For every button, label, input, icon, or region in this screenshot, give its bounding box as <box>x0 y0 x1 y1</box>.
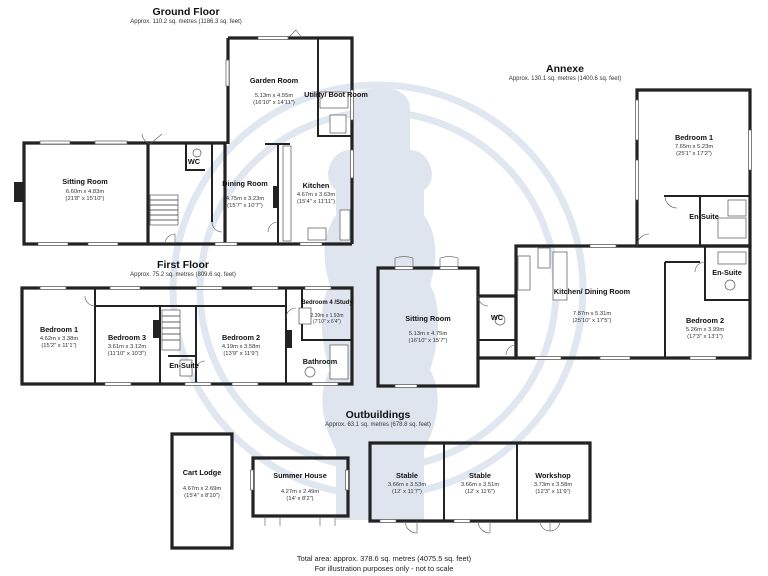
annexe-title: Annexe <box>546 63 584 75</box>
room-label: Workshop <box>535 471 571 480</box>
room-label: Summer House <box>273 471 327 480</box>
first-floor-area: Approx. 75.2 sq. metres (809.6 sq. feet) <box>130 272 236 278</box>
room-label: Kitchen/ Dining Room <box>554 287 631 296</box>
room-dims: (15'4" x 11'11") <box>297 199 335 205</box>
room-dims: 5.13m x 4.55m <box>255 93 294 99</box>
room-label: Bedroom 1 <box>40 325 78 334</box>
room-label: Dining Room <box>222 179 268 188</box>
room-label: Stable <box>469 471 491 480</box>
room-dims: (11'10" x 10'3") <box>108 351 147 357</box>
room-dims: 2.39m x 1.93m <box>310 313 343 319</box>
room-label: Cart Lodge <box>183 468 222 477</box>
room-label: WC <box>188 157 201 166</box>
ground-floor-plan <box>14 29 354 246</box>
room-label: Bathroom <box>303 357 338 366</box>
outbuildings-area: Approx. 63.1 sq. metres (678.8 sq. feet) <box>325 422 431 428</box>
room-dims: (14' x 8'2") <box>286 496 313 502</box>
room-label: WC <box>491 313 504 322</box>
room-dims: (15'2" x 11'1") <box>41 343 76 349</box>
room-dims: 4.19m x 3.58m <box>222 344 261 350</box>
room-label: Utility/ Boot Room <box>304 90 368 99</box>
room-dims: 3.66m x 3.53m <box>388 482 427 488</box>
room-dims: 7.87m x 5.31m <box>573 311 612 317</box>
room-dims: (21'8" x 15'10") <box>66 196 105 202</box>
room-dims: (16'10" x 14'11") <box>253 100 295 106</box>
room-label: Sitting Room <box>62 177 108 186</box>
room-dims: 5.13m x 4.75m <box>409 331 448 337</box>
first-floor-title: First Floor <box>157 259 209 271</box>
room-label: Bedroom 3 <box>108 333 146 342</box>
ground-floor-title: Ground Floor <box>152 6 219 18</box>
room-dims: 4.67m x 2.69m <box>183 486 222 492</box>
disclaimer: For illustration purposes only - not to … <box>315 564 454 573</box>
room-dims: 4.27m x 2.49m <box>281 489 320 495</box>
room-label: Bedroom 1 <box>675 133 713 142</box>
ground-floor-area: Approx. 110.2 sq. metres (1186.3 sq. fee… <box>130 19 242 25</box>
room-dims: 4.62m x 3.38m <box>40 336 79 342</box>
room-dims: 4.67m x 3.63m <box>297 192 336 198</box>
outbuildings-title: Outbuildings <box>346 409 411 421</box>
room-dims: 5.26m x 3.99m <box>686 327 725 333</box>
room-label: Sitting Room <box>405 314 451 323</box>
room-label: Bedroom 4 /Study <box>301 300 353 306</box>
annexe-area: Approx. 130.1 sq. metres (1400.6 sq. fee… <box>509 76 621 82</box>
room-dims: 3.66m x 3.51m <box>461 482 500 488</box>
room-dims: (25'10" x 17'5") <box>573 318 612 324</box>
room-dims: 7.65m x 5.23m <box>675 144 714 150</box>
room-dims: (12'3" x 11'9") <box>535 489 570 495</box>
outbuildings-plan <box>170 432 592 550</box>
room-dims: (15'7" x 10'7") <box>227 203 263 209</box>
room-dims: (13'9" x 11'9") <box>223 351 258 357</box>
room-dims: (16'10" x 15'7") <box>409 338 448 344</box>
total-area: Total area: approx. 378.6 sq. metres (40… <box>297 554 471 563</box>
room-label: Bedroom 2 <box>222 333 260 342</box>
room-dims: (17'3" x 13'1") <box>687 334 723 340</box>
first-floor-plan <box>20 286 354 386</box>
room-dims: 6.60m x 4.83m <box>66 189 105 195</box>
room-label: En-Suite <box>689 212 719 221</box>
room-dims: (15'4" x 8'10") <box>184 493 220 499</box>
room-label: Bedroom 2 <box>686 316 724 325</box>
room-dims: (7'10" x 6'4") <box>313 319 341 325</box>
room-dims: 3.61m x 3.12m <box>108 344 147 350</box>
annexe-plan <box>376 88 752 388</box>
room-dims: (12' x 11'6") <box>465 489 495 495</box>
room-dims: (25'1" x 17'2") <box>676 151 712 157</box>
room-dims: (12' x 11'7") <box>392 489 422 495</box>
room-label: Stable <box>396 471 418 480</box>
room-label: En-Suite <box>712 268 742 277</box>
room-label: Garden Room <box>250 76 299 85</box>
room-label: En-Suite <box>169 361 199 370</box>
room-label: Kitchen <box>303 181 330 190</box>
room-dims: 3.73m x 3.58m <box>534 482 573 488</box>
room-dims: 4.75m x 3.23m <box>226 196 265 202</box>
